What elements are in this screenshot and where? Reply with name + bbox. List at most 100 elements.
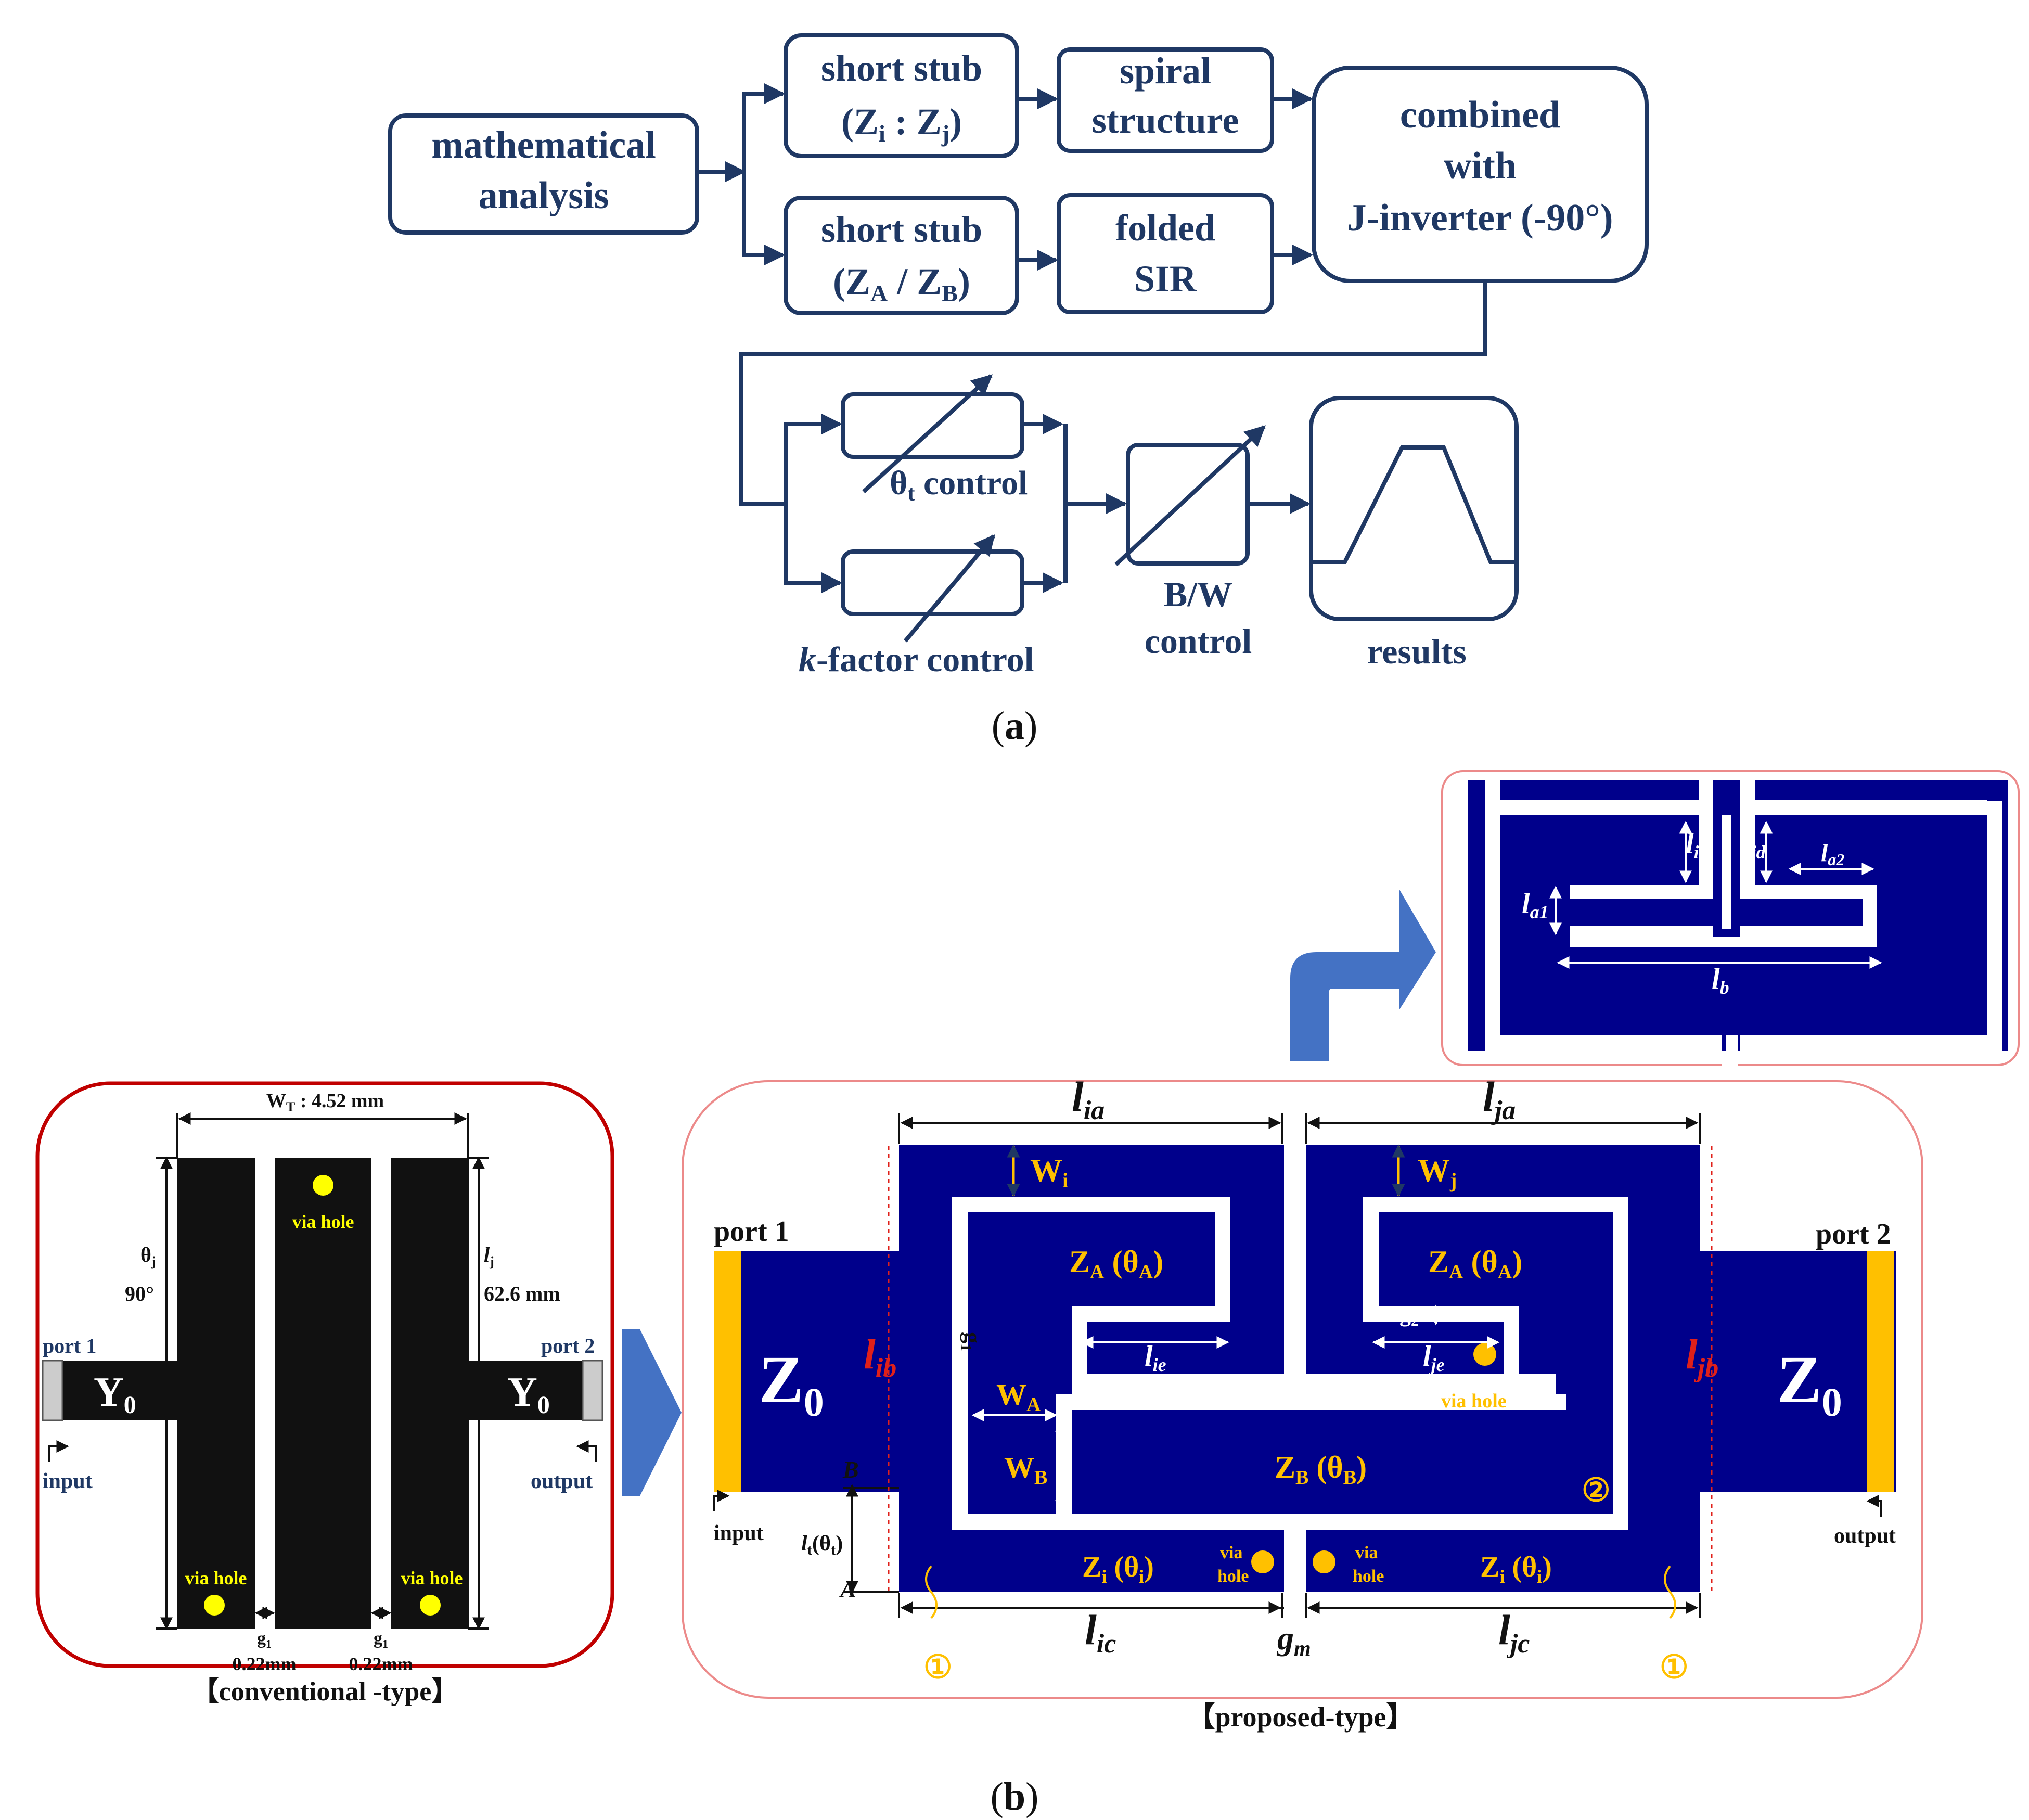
svg-text:port 2: port 2 xyxy=(541,1334,595,1357)
flowchart-text: mathematical analysis short stub (Zi : Z… xyxy=(431,47,1613,679)
svg-text:Zi (θi): Zi (θi) xyxy=(1082,1551,1154,1587)
svg-text:via: via xyxy=(1220,1543,1242,1562)
svg-text:output: output xyxy=(531,1469,593,1493)
proposed-port1-terminal xyxy=(714,1251,741,1492)
via-hole xyxy=(420,1595,441,1616)
svg-text:lja: lja xyxy=(1483,1073,1516,1125)
svg-text:Zi (θi): Zi (θi) xyxy=(1480,1551,1552,1587)
svg-text:short stub: short stub xyxy=(821,209,982,250)
svg-text:hole: hole xyxy=(1353,1567,1384,1586)
svg-text:ZA (θA): ZA (θA) xyxy=(1428,1245,1522,1283)
svg-text:port 2: port 2 xyxy=(1816,1218,1891,1250)
proposed-text: lia lja Wi Wj port 1 port 2 ZA (θA) ZA (… xyxy=(714,1073,1896,1733)
svg-text:input: input xyxy=(43,1469,93,1493)
resonator-left xyxy=(177,1158,255,1629)
svg-text:via hole: via hole xyxy=(401,1568,463,1588)
bandpass-curve xyxy=(1311,445,1517,564)
connector xyxy=(784,414,842,504)
svg-text:port 1: port 1 xyxy=(43,1334,96,1357)
svg-text:ljc: ljc xyxy=(1498,1606,1530,1659)
proposed-port2-terminal xyxy=(1867,1251,1894,1492)
svg-text:lid: lid xyxy=(1686,828,1709,863)
inset-text: lid ljd la1 la2 lb xyxy=(1522,828,1844,998)
via-hole xyxy=(1251,1550,1274,1573)
svg-text:gm: gm xyxy=(1276,1620,1311,1661)
box-bw xyxy=(1126,443,1250,566)
svg-text:WA: WA xyxy=(996,1378,1041,1416)
svg-text:Y0: Y0 xyxy=(507,1369,550,1419)
svg-text:g1: g1 xyxy=(257,1629,272,1650)
svg-text:g2: g2 xyxy=(1399,1301,1419,1329)
svg-text:SIR: SIR xyxy=(1134,258,1197,300)
box-theta xyxy=(841,392,1024,459)
conventional-frame xyxy=(35,1081,614,1668)
svg-text:lia: lia xyxy=(1072,1073,1105,1125)
connector xyxy=(739,281,1487,506)
box-stub2 xyxy=(784,196,1019,315)
svg-text:analysis: analysis xyxy=(479,174,609,217)
tune-arrow xyxy=(903,534,996,643)
port1-terminal xyxy=(42,1360,63,1421)
svg-text:ljb: ljb xyxy=(1686,1330,1718,1383)
via-hole xyxy=(1473,1343,1496,1366)
svg-text:combined: combined xyxy=(1400,94,1560,136)
tune-arrow xyxy=(862,374,993,493)
svg-text:via: via xyxy=(1355,1543,1378,1562)
svg-text:lj: lj xyxy=(484,1243,494,1269)
svg-text:lt(θt): lt(θt) xyxy=(801,1532,843,1558)
port1-feed xyxy=(43,1361,179,1420)
port2-terminal xyxy=(582,1360,603,1421)
svg-text:WB: WB xyxy=(1004,1451,1047,1489)
svg-text:la1: la1 xyxy=(1522,888,1549,922)
svg-text:θt control: θt control xyxy=(890,464,1028,506)
caption-b: (b) xyxy=(991,1775,1039,1818)
box-stub1 xyxy=(784,33,1019,158)
zoom-arrow-icon xyxy=(1290,890,1436,1061)
svg-text:B/W: B/W xyxy=(1164,574,1232,614)
svg-text:(Zi : Zj): (Zi : Zj) xyxy=(841,101,962,147)
svg-text:Wj: Wj xyxy=(1418,1153,1457,1192)
svg-text:(ZA / ZB): (ZA / ZB) xyxy=(833,261,970,306)
svg-text:via hole: via hole xyxy=(292,1211,354,1232)
connector xyxy=(742,172,785,265)
proposed-port1-line xyxy=(714,1251,901,1492)
svg-text:hole: hole xyxy=(1217,1567,1249,1586)
svg-text:0.22mm: 0.22mm xyxy=(349,1654,413,1674)
proposed-frame xyxy=(682,1080,1923,1699)
svg-text:lb: lb xyxy=(1712,963,1729,998)
svg-text:with: with xyxy=(1444,145,1517,187)
svg-text:①: ① xyxy=(1660,1650,1689,1685)
svg-text:ljd: ljd xyxy=(1743,828,1766,863)
svg-text:short stub: short stub xyxy=(821,47,982,89)
conventional-dims xyxy=(48,1112,597,1630)
box-results xyxy=(1309,396,1519,621)
flowchart xyxy=(388,33,1649,643)
svg-text:①: ① xyxy=(923,1650,953,1685)
via-hole xyxy=(1313,1550,1335,1573)
resonator-center xyxy=(275,1158,371,1629)
svg-text:spiral: spiral xyxy=(1120,50,1211,92)
box-k xyxy=(841,549,1024,616)
svg-text:62.6 mm: 62.6 mm xyxy=(484,1282,560,1305)
svg-text:la2: la2 xyxy=(1821,839,1844,869)
via-hole xyxy=(313,1175,333,1196)
svg-text:ZA (θA): ZA (θA) xyxy=(1069,1245,1163,1283)
svg-text:mathematical: mathematical xyxy=(431,124,656,166)
svg-text:structure: structure xyxy=(1092,99,1239,141)
connector xyxy=(742,83,785,172)
svg-text:Z0: Z0 xyxy=(759,1342,824,1425)
conventional-text: WT : 4.52 mm θj 90° lj 62.6 mm port 1 po… xyxy=(43,1090,595,1707)
svg-text:lje: lje xyxy=(1423,1340,1445,1375)
conventional-layout xyxy=(42,1158,603,1629)
proposed-dims xyxy=(713,1113,1882,1619)
resonator-right xyxy=(391,1158,469,1629)
svg-text:via hole: via hole xyxy=(185,1568,247,1588)
via-hole xyxy=(204,1595,225,1616)
port2-feed xyxy=(468,1361,601,1420)
svg-text:Z0: Z0 xyxy=(1777,1342,1842,1425)
svg-text:control: control xyxy=(1145,621,1252,661)
svg-text:lie: lie xyxy=(1145,1340,1166,1375)
svg-text:g1: g1 xyxy=(957,1332,985,1351)
svg-text:WT : 4.52 mm: WT : 4.52 mm xyxy=(266,1090,384,1114)
